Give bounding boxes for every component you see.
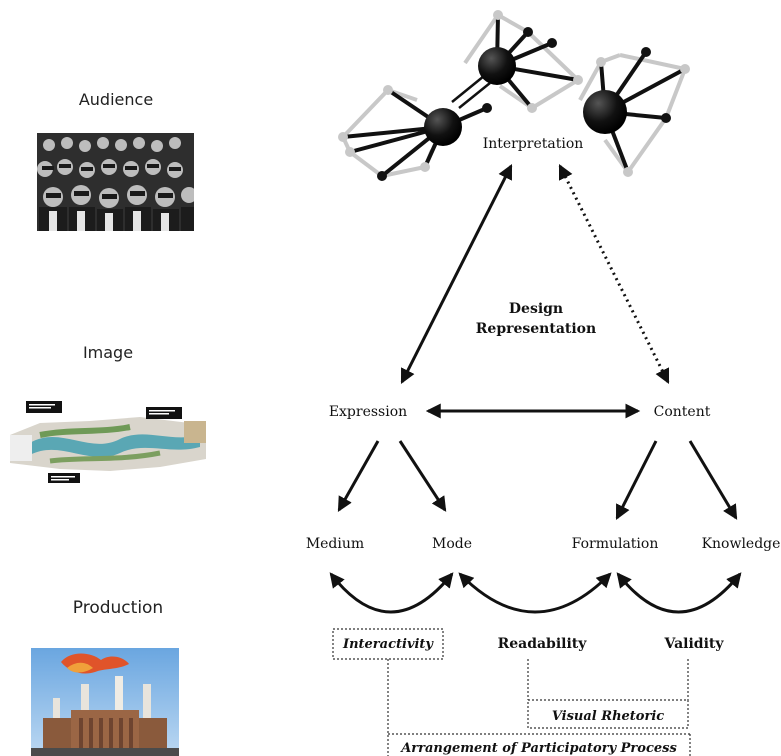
arrow-expression-interpretation bbox=[400, 163, 513, 385]
representation-label: Representation bbox=[476, 321, 596, 337]
arrow-content-knowledge bbox=[688, 440, 738, 520]
network-graphic bbox=[338, 10, 690, 181]
interpretation-label: Interpretation bbox=[483, 136, 584, 152]
interactivity-label: Interactivity bbox=[342, 637, 434, 652]
medium-label: Medium bbox=[306, 536, 364, 552]
arrow-expression-medium bbox=[337, 440, 380, 512]
arc-medium-mode bbox=[329, 572, 454, 614]
validity-label: Validity bbox=[664, 636, 725, 652]
landscape-render-image bbox=[10, 395, 206, 483]
audience-label: Audience bbox=[78, 90, 154, 109]
arrow-content-interpretation bbox=[558, 163, 670, 385]
visual-rhetoric-label: Visual Rhetoric bbox=[552, 709, 664, 724]
expression-label: Expression bbox=[329, 404, 407, 420]
arrow-expression-mode bbox=[398, 440, 447, 512]
readability-label: Readability bbox=[498, 636, 588, 652]
content-label: Content bbox=[654, 404, 711, 420]
design-label: Design bbox=[509, 301, 563, 317]
arrow-content-formulation bbox=[615, 440, 658, 521]
formulation-label: Formulation bbox=[572, 536, 659, 552]
arc-mode-formulation bbox=[458, 572, 612, 614]
production-label: Production bbox=[72, 598, 164, 618]
arc-formulation-knowledge bbox=[616, 572, 742, 614]
interactivity-box bbox=[332, 628, 444, 660]
audience-photo bbox=[37, 133, 194, 231]
visual-rhetoric-box bbox=[527, 699, 689, 729]
power-station-photo bbox=[31, 648, 179, 756]
image-label: Image bbox=[82, 343, 134, 362]
mode-label: Mode bbox=[432, 536, 472, 552]
knowledge-label: Knowledge bbox=[702, 536, 781, 552]
arrangement-label: Arrangement of Participatory Process bbox=[399, 741, 677, 756]
